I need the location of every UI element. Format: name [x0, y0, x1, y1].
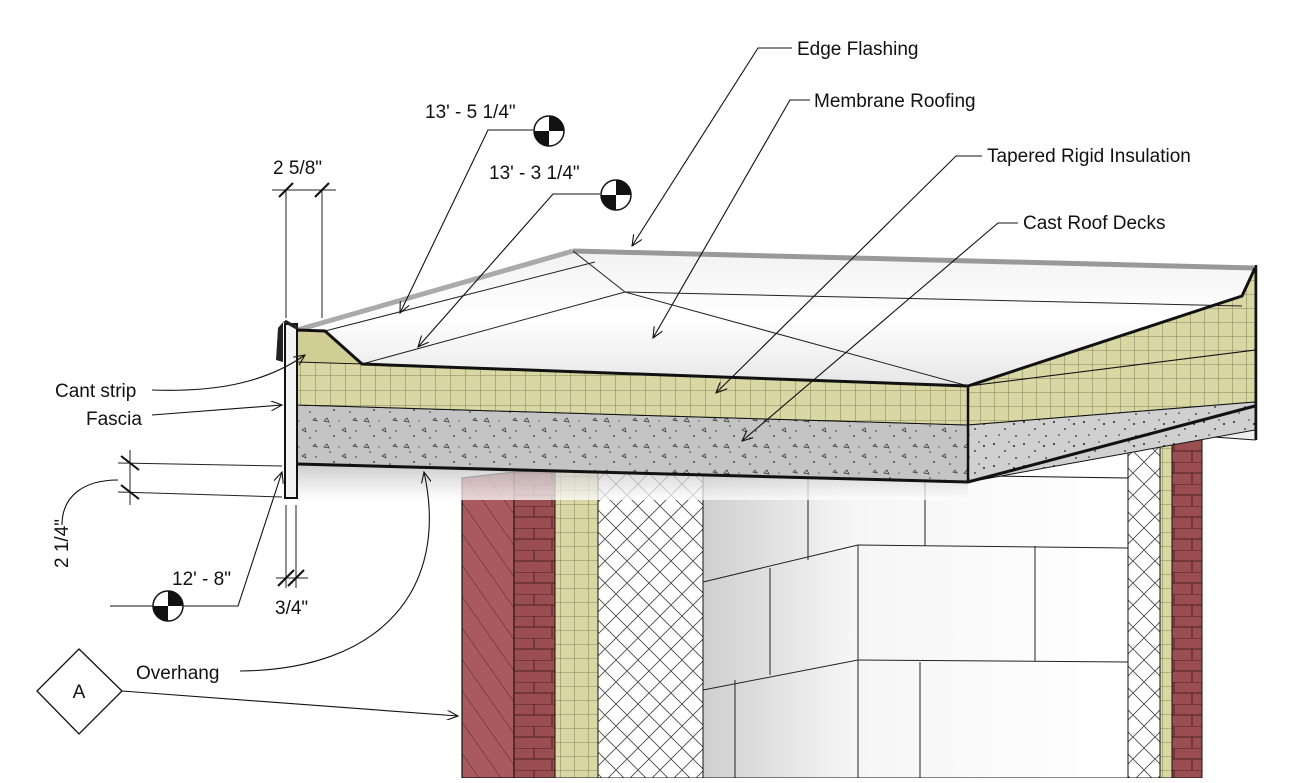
membrane-outline — [296, 267, 1257, 388]
dimension-fascia-drop: 2 1/4" — [52, 450, 283, 568]
edge-flashing-drip — [276, 320, 297, 362]
dimension-flashing-width: 2 5/8" — [272, 158, 336, 318]
brick-veneer-courses — [513, 469, 556, 779]
callout-edge-flashing: Edge Flashing — [632, 39, 918, 246]
elevation-marker-mid: 13' - 3 1/4" — [418, 163, 632, 347]
label-membrane-roofing: Membrane Roofing — [814, 91, 976, 112]
elevation-text-mid: 13' - 3 1/4" — [489, 163, 580, 184]
wall-insulation-return — [1159, 429, 1173, 779]
dimension-text-fascia-drop: 2 1/4" — [52, 519, 73, 568]
brick-veneer-face — [461, 471, 515, 779]
fascia-assembly — [276, 265, 1258, 499]
section-tag-leader — [121, 690, 458, 716]
dimension-text-fascia-thickness: 3/4" — [275, 598, 308, 619]
callout-cant-strip: Cant strip — [55, 355, 305, 402]
elevation-marker-bottom: 12' - 8" — [110, 472, 282, 622]
membrane-crease-lines — [324, 250, 1243, 387]
dimension-text-flashing-width: 2 5/8" — [273, 158, 322, 179]
wall-insulation — [554, 468, 599, 779]
fascia-board — [284, 323, 298, 499]
wall-sheathing-return — [1127, 431, 1161, 779]
edge-flashing-left — [296, 248, 574, 333]
callout-membrane-roofing: Membrane Roofing — [653, 91, 976, 338]
label-edge-flashing: Edge Flashing — [797, 39, 918, 60]
section-tag-diamond — [36, 648, 123, 735]
elevation-text-top: 13' - 5 1/4" — [425, 102, 516, 123]
brick-veneer-return — [1171, 423, 1203, 779]
callout-overhang: Overhang — [136, 472, 429, 684]
label-fascia: Fascia — [86, 409, 142, 430]
label-overhang: Overhang — [136, 663, 219, 684]
wall-sheathing — [597, 468, 704, 779]
label-tapered-rigid-insulation: Tapered Rigid Insulation — [987, 146, 1191, 167]
block-joints — [702, 478, 1129, 778]
callout-tapered-rigid-insulation: Tapered Rigid Insulation — [716, 146, 1191, 393]
elevation-marker-top: 13' - 5 1/4" — [400, 102, 565, 313]
label-cast-roof-decks: Cast Roof Decks — [1023, 213, 1166, 234]
membrane-surface — [297, 251, 1255, 386]
dimension-fascia-thickness: 3/4" — [275, 505, 308, 619]
callout-fascia: Fascia — [86, 405, 282, 430]
overhang-soffit-shadow — [297, 464, 968, 500]
callout-cast-roof-decks: Cast Roof Decks — [742, 213, 1166, 441]
elevation-text-bottom: 12' - 8" — [172, 569, 231, 590]
membrane-roof-top — [296, 248, 1257, 388]
edge-flashing-top — [572, 248, 1256, 271]
leader-fascia-drop — [61, 479, 119, 526]
label-cant-strip: Cant strip — [55, 381, 136, 402]
concrete-block-wall — [702, 471, 1129, 779]
section-tag-label: A — [73, 682, 86, 703]
section-tag[interactable]: A — [36, 648, 458, 735]
